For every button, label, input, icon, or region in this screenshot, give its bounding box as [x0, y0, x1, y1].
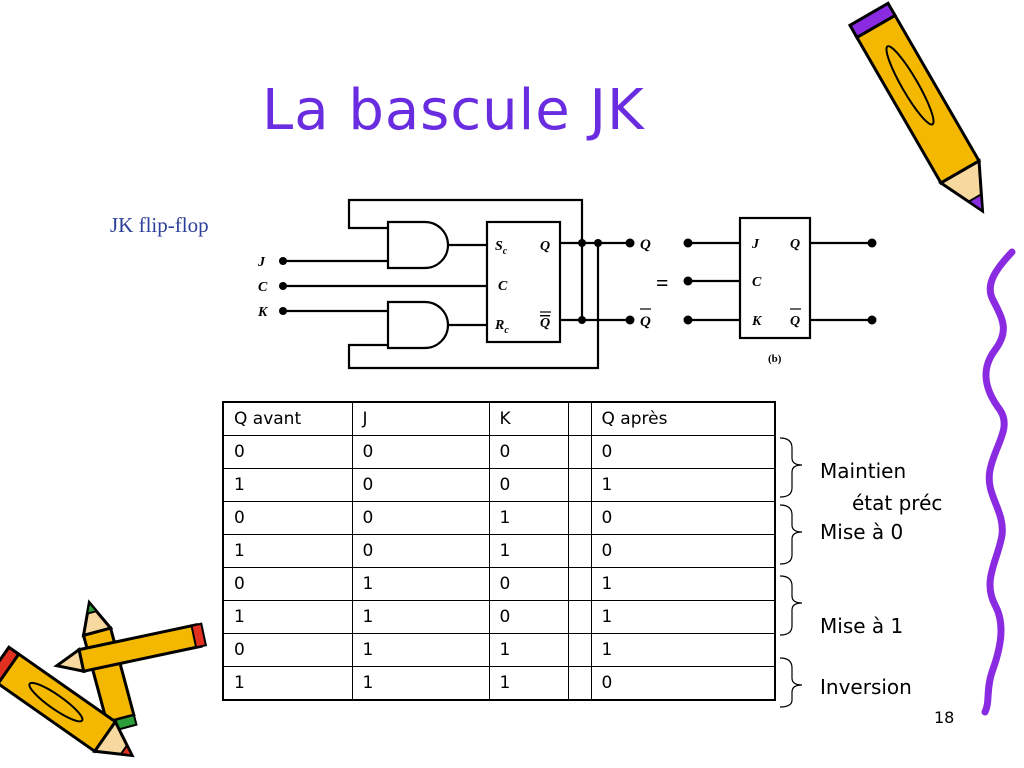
table-cell: 1	[590, 633, 776, 667]
input-label-c: C	[258, 280, 268, 295]
table-cell	[567, 468, 592, 502]
table-cell: 0	[488, 435, 569, 469]
truth-table: Q avant J K Q après 0 0 0 0 1 0 0 1 0 0 …	[222, 401, 776, 701]
table-row: 0 0 1 0	[222, 501, 776, 535]
page-number: 18	[934, 708, 955, 727]
symbol-pin-q: Q	[790, 237, 800, 252]
symbol-caption: (b)	[768, 353, 782, 365]
table-cell: 1	[351, 666, 490, 701]
table-cell: 0	[488, 567, 569, 601]
table-cell: 1	[222, 468, 353, 502]
table-row: 0 0 0 0	[222, 435, 776, 469]
table-cell	[567, 600, 592, 634]
table-row: 1 1 1 0	[222, 666, 776, 701]
table-cell: 1	[222, 666, 353, 701]
table-cell: 0	[351, 435, 490, 469]
input-label-k: K	[257, 305, 269, 320]
label-maintien: Maintien	[820, 459, 907, 483]
table-cell: 0	[351, 534, 490, 568]
table-cell: 1	[488, 666, 569, 701]
table-row: 1 1 0 1	[222, 600, 776, 634]
table-cell: 0	[590, 666, 776, 701]
table-cell: 1	[488, 633, 569, 667]
symbol-pin-j: J	[751, 237, 760, 252]
table-cell: 0	[590, 534, 776, 568]
table-cell: 0	[351, 468, 490, 502]
svg-text:Rc: Rc	[494, 318, 509, 336]
table-cell: 0	[222, 435, 353, 469]
table-cell: 1	[590, 600, 776, 634]
output-label-q: Q	[640, 237, 651, 253]
ff-pin-r-sub: c	[504, 325, 509, 336]
ff-pin-q: Q	[540, 239, 550, 254]
table-row: 0 1 1 1	[222, 633, 776, 667]
table-cell: 1	[222, 600, 353, 634]
jk-flip-flop-diagram: J C K Sc C Rc Q Q Q Q = J C K Q Q (b)	[257, 198, 877, 370]
table-row: 1 0 1 0	[222, 534, 776, 568]
table-cell: 0	[351, 501, 490, 535]
symbol-pin-c: C	[752, 275, 762, 290]
table-cell	[567, 633, 592, 667]
table-row: 0 1 0 1	[222, 567, 776, 601]
svg-text:Sc: Sc	[495, 239, 508, 257]
table-cell	[567, 567, 592, 601]
figure-caption: JK flip-flop	[110, 213, 209, 237]
table-cell: 0	[590, 435, 776, 469]
table-cell	[567, 666, 592, 701]
label-mise-a-0: Mise à 0	[820, 520, 904, 544]
pencil-icon	[81, 599, 138, 734]
label-etat-prec: état préc	[852, 491, 943, 515]
column-header: Q après	[590, 401, 776, 436]
table-cell: 1	[351, 600, 490, 634]
column-header: Q avant	[222, 401, 353, 436]
table-cell: 0	[590, 501, 776, 535]
slide-title: La bascule JK	[262, 78, 645, 143]
input-label-j: J	[257, 255, 266, 270]
ff-pin-r: R	[494, 318, 504, 333]
column-header	[567, 401, 592, 436]
output-label-qbar: Q	[640, 314, 651, 330]
table-cell	[567, 534, 592, 568]
label-inversion: Inversion	[820, 675, 912, 699]
table-cell	[567, 435, 592, 469]
table-header-row: Q avant J K Q après	[222, 401, 776, 436]
table-cell: 0	[222, 567, 353, 601]
ff-pin-s-sub: c	[503, 246, 508, 257]
table-cell: 0	[222, 501, 353, 535]
table-cell: 0	[488, 600, 569, 634]
table-cell: 0	[222, 633, 353, 667]
pencil-icon	[0, 645, 135, 758]
column-header: J	[351, 401, 490, 436]
table-cell: 0	[488, 468, 569, 502]
equals-sign: =	[656, 270, 669, 295]
table-cell: 1	[351, 633, 490, 667]
symbol-pin-k: K	[751, 314, 763, 329]
table-cell: 1	[590, 468, 776, 502]
table-cell: 1	[590, 567, 776, 601]
symbol-pin-qbar: Q	[790, 314, 800, 329]
ff-pin-qbar: Q	[540, 316, 550, 331]
table-cell: 1	[351, 567, 490, 601]
ff-pin-s: S	[495, 239, 503, 254]
table-cell: 1	[488, 534, 569, 568]
pencil-icon	[53, 622, 208, 674]
table-cell: 1	[222, 534, 353, 568]
label-mise-a-1: Mise à 1	[820, 614, 904, 638]
column-header: K	[488, 401, 569, 436]
ff-pin-c: C	[498, 279, 508, 294]
table-cell: 1	[488, 501, 569, 535]
table-row: 1 0 0 1	[222, 468, 776, 502]
table-cell	[567, 501, 592, 535]
